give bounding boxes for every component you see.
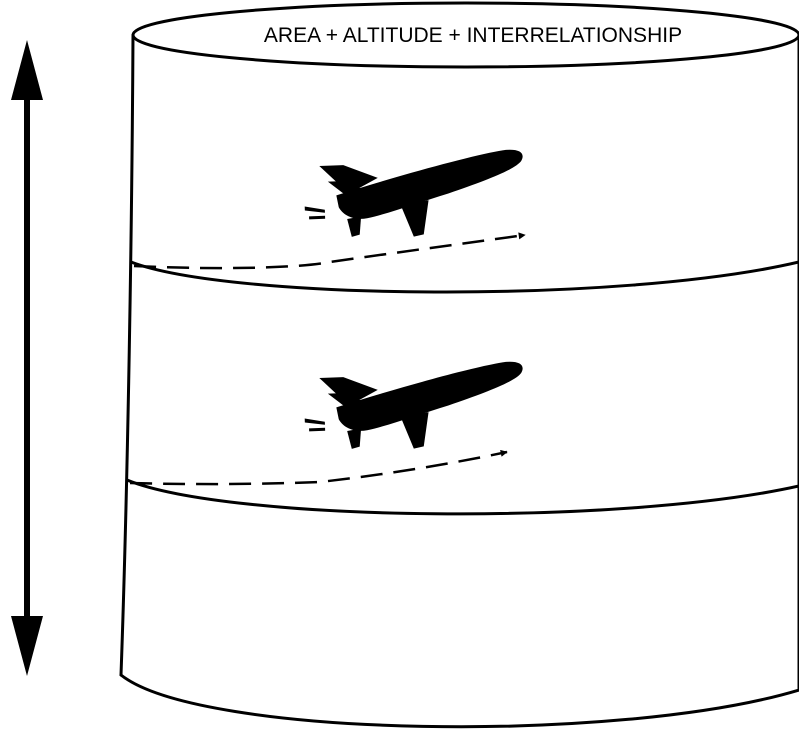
airplane-icon [302,149,526,241]
flight-path-arrow [133,232,526,270]
airplane-icon [302,361,526,453]
cylinder-bottom [119,673,799,729]
layer-divider-lower [125,478,799,516]
altitude-range-arrow [11,40,43,676]
diagram-title: AREA + ALTITUDE + INTERRELATIONSHIP [264,24,682,47]
arrow-down-head [11,616,43,676]
upper-layer [133,149,526,270]
flight-path-arrow [129,449,508,486]
arrow-up-head [11,40,43,100]
layer-divider-upper [129,260,799,294]
airspace-cylinder [119,1,799,729]
cylinder-left-side [119,33,135,677]
middle-layer [129,361,526,486]
